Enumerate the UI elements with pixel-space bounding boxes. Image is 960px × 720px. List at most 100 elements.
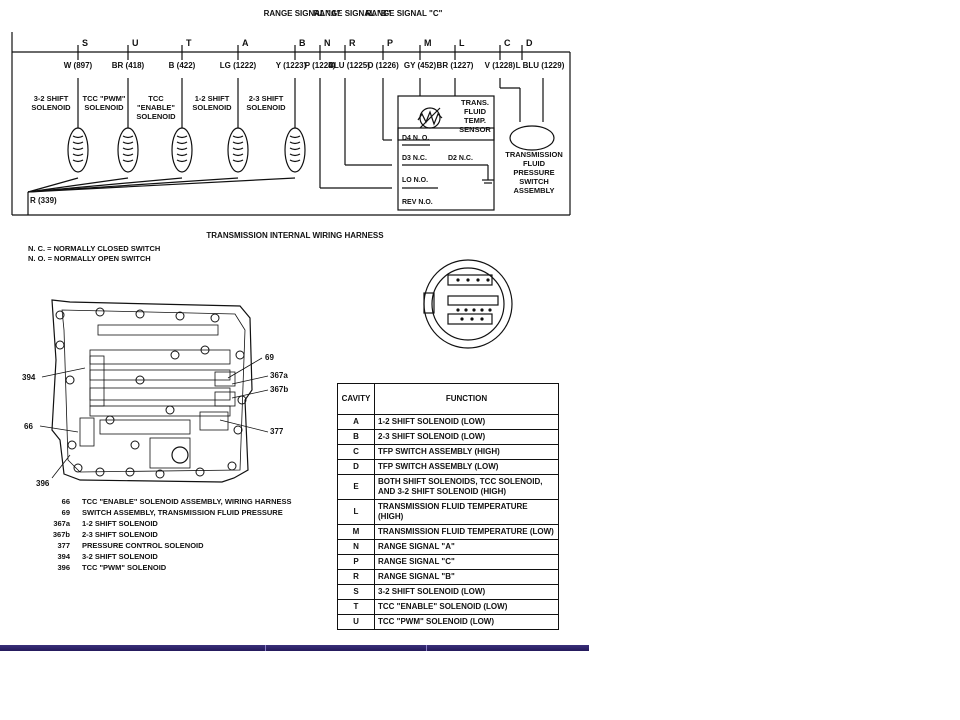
legend-nc: N. C. = NORMALLY CLOSED SWITCH: [28, 244, 160, 253]
solenoid-coils: [67, 127, 306, 173]
parts-legend-desc: PRESSURE CONTROL SOLENOID: [82, 541, 204, 550]
pin-letter: U: [132, 38, 139, 48]
cavity-cell: C: [337, 444, 375, 460]
taskbar-button[interactable]: [426, 645, 587, 651]
function-cell: RANGE SIGNAL "A": [374, 539, 559, 555]
solenoid-1-2-coil: [227, 127, 249, 173]
table-header-cavity: CAVITY: [337, 383, 375, 415]
solenoid-3-2-coil: [67, 127, 89, 173]
cavity-cell: L: [337, 499, 375, 525]
wire-label: GY (452): [404, 61, 437, 70]
wiring-schematic: [11, 32, 571, 216]
parts-legend-num: 367a: [53, 519, 71, 528]
pin-letter: R: [349, 38, 356, 48]
wire-label: B (422): [169, 61, 196, 70]
valve-body-illustration: [39, 299, 269, 483]
pin-letter: N: [324, 38, 331, 48]
cavity-cell: B: [337, 429, 375, 445]
solenoid-2-3-coil: [284, 127, 306, 173]
parts-legend-num: 394: [57, 552, 70, 561]
parts-legend-num: 377: [57, 541, 70, 550]
range-signal-c-label: RANGE SIGNAL "C": [366, 9, 443, 18]
wire-label: BR (1227): [437, 61, 474, 70]
table-header-function: FUNCTION: [374, 383, 559, 415]
callout-367a: 367a: [270, 371, 288, 380]
taskbar-strip: [0, 645, 589, 651]
legend-no: N. O. = NORMALLY OPEN SWITCH: [28, 254, 151, 263]
range-signal-a-label: RANGE SIGNAL "A": [264, 9, 341, 18]
parts-legend-num: 396: [57, 563, 70, 572]
cavity-cell: P: [337, 554, 375, 570]
pin-letter: S: [82, 38, 88, 48]
function-cell: TRANSMISSION FLUID TEMPERATURE (HIGH): [374, 499, 559, 525]
wire-label: O (1226): [367, 61, 399, 70]
pin-letter: P: [387, 38, 393, 48]
cavity-cell: U: [337, 614, 375, 630]
switch-lo-label: LO N.O.: [402, 177, 428, 184]
parts-legend-desc: TCC "PWM" SOLENOID: [82, 563, 167, 572]
solenoid-label: 2-3 SHIFT SOLENOID: [246, 94, 286, 112]
callout-367b: 367b: [270, 385, 288, 394]
temp-sensor-label: TRANS. FLUID TEMP. SENSOR: [459, 98, 491, 134]
wire-label: W (897): [64, 61, 93, 70]
wire-label: L BLU (1229): [516, 61, 565, 70]
solenoid-label: 1-2 SHIFT SOLENOID: [192, 94, 232, 112]
function-cell: 2-3 SHIFT SOLENOID (LOW): [374, 429, 559, 445]
parts-legend-desc: SWITCH ASSEMBLY, TRANSMISSION FLUID PRES…: [82, 508, 283, 517]
function-cell: TFP SWITCH ASSEMBLY (HIGH): [374, 444, 559, 460]
function-cell: TCC "PWM" SOLENOID (LOW): [374, 614, 559, 630]
tfp-switch-label: TRANSMISSION FLUID PRESSURE SWITCH ASSEM…: [505, 150, 563, 195]
cavity-cell: R: [337, 569, 375, 585]
wire-label: LG (1222): [220, 61, 257, 70]
switch-rev-label: REV N.O.: [402, 199, 433, 206]
parts-legend-num: 66: [62, 497, 70, 506]
cavity-cell: A: [337, 414, 375, 430]
switch-d3-label: D3 N.C.: [402, 155, 427, 162]
switch-d2-label: D2 N.C.: [448, 155, 473, 162]
pin-letter: A: [242, 38, 249, 48]
callout-66: 66: [24, 422, 33, 431]
wire-label: BLU (1225): [328, 61, 370, 70]
cavity-cell: S: [337, 584, 375, 600]
switch-d4-label: D4 N. O.: [402, 135, 429, 142]
callout-377: 377: [270, 427, 284, 436]
callout-396: 396: [36, 479, 50, 488]
wire-label: Y (1223): [276, 61, 307, 70]
solenoid-pwm-coil: [117, 127, 139, 173]
wire-label: P (1224): [305, 61, 336, 70]
cavity-cell: M: [337, 524, 375, 540]
solenoid-label: TCC "ENABLE" SOLENOID: [136, 94, 176, 121]
function-cell: TCC "ENABLE" SOLENOID (LOW): [374, 599, 559, 615]
pin-letter: D: [526, 38, 533, 48]
taskbar-button[interactable]: [265, 645, 426, 651]
cavity-cell: E: [337, 474, 375, 500]
function-cell: TFP SWITCH ASSEMBLY (LOW): [374, 459, 559, 475]
range-signal-b-label: RANGE SIGNAL "B": [314, 9, 391, 18]
pin-letter: L: [459, 38, 465, 48]
parts-legend-desc: 3-2 SHIFT SOLENOID: [82, 552, 158, 561]
pin-letter: T: [186, 38, 192, 48]
pin-letter: B: [299, 38, 306, 48]
wire-label: BR (418): [112, 61, 145, 70]
ground-wire-label: R (339): [30, 196, 57, 205]
parts-legend-num: 69: [62, 508, 70, 517]
function-cell: RANGE SIGNAL "B": [374, 569, 559, 585]
solenoid-label: TCC "PWM" SOLENOID: [82, 94, 126, 112]
function-cell: 3-2 SHIFT SOLENOID (LOW): [374, 584, 559, 600]
parts-legend-num: 367b: [53, 530, 71, 539]
cavity-cell: N: [337, 539, 375, 555]
pin-letter: M: [424, 38, 432, 48]
function-cell: RANGE SIGNAL "C": [374, 554, 559, 570]
function-cell: BOTH SHIFT SOLENOIDS, TCC SOLENOID, AND …: [374, 474, 559, 500]
